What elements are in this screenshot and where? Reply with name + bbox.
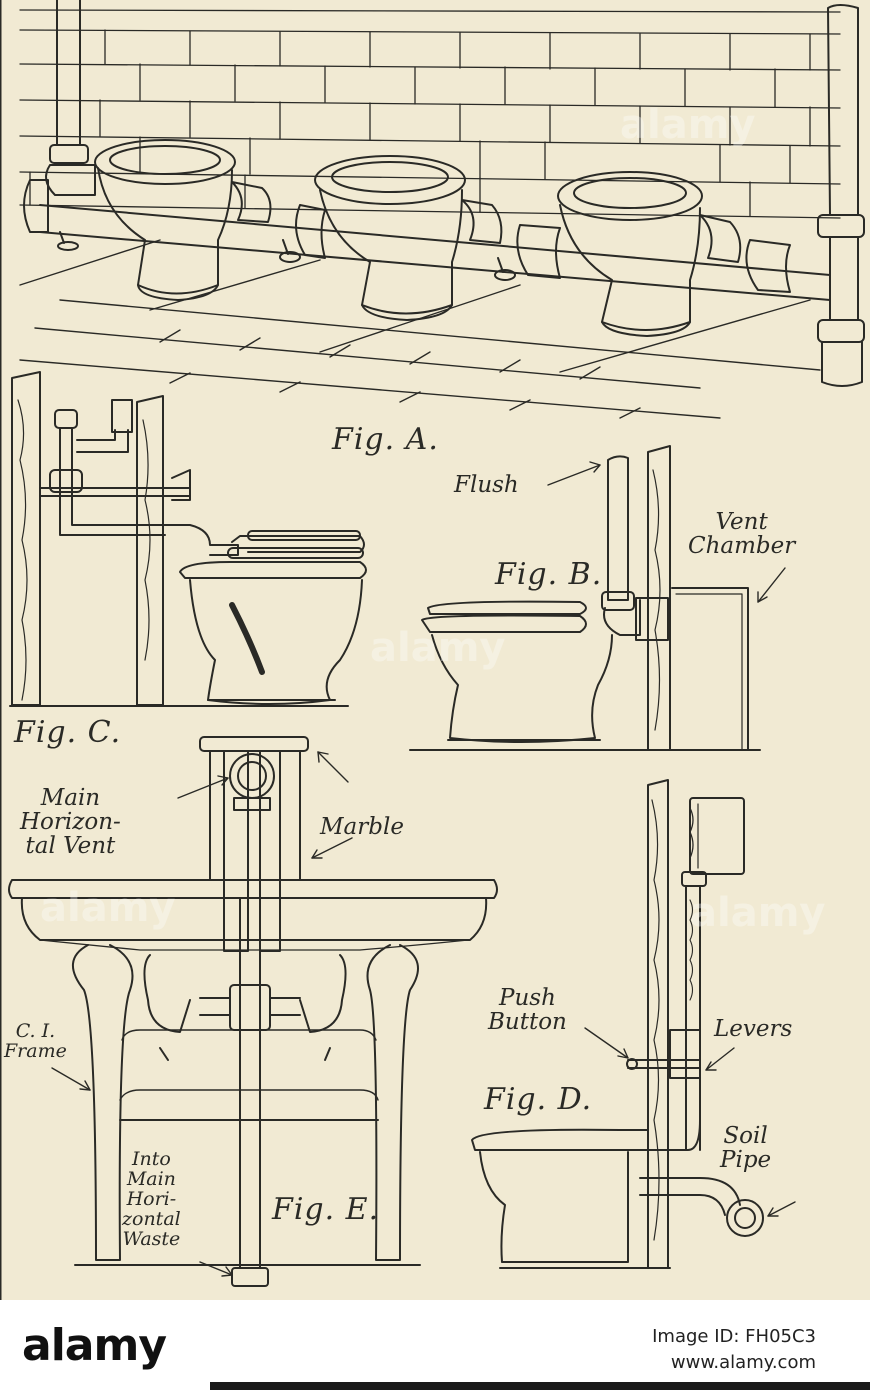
marble-label: Marble: [320, 814, 404, 840]
watermark-middle: alamy: [370, 625, 506, 671]
fig-b-label: Fig. B.: [495, 557, 603, 592]
watermark-left: alamy: [40, 885, 176, 931]
fig-b-drawing: [409, 445, 761, 751]
brand-logo[interactable]: alamy: [22, 1320, 167, 1371]
footer-divider: [210, 1382, 870, 1390]
into-main-horizontal-waste-label: Into Main Hori- zontal Waste: [122, 1148, 181, 1250]
ci-frame-label: C. I. Frame: [4, 1020, 67, 1062]
fig-d-label: Fig. D.: [484, 1082, 593, 1117]
fig-a-drawing: [0, 0, 865, 1300]
watermark-top: alamy: [620, 102, 756, 148]
levers-label: Levers: [714, 1016, 793, 1042]
fig-e-label: Fig. E.: [272, 1192, 380, 1227]
leader-lines: [51, 461, 796, 1277]
fig-c-label: Fig. C.: [14, 715, 122, 750]
fig-c-drawing: [9, 371, 367, 707]
watermark-right: alamy: [690, 890, 826, 936]
fig-a-label: Fig. A.: [332, 422, 439, 457]
vent-chamber-label: Vent Chamber: [688, 509, 796, 560]
flush-label: Flush: [454, 472, 519, 498]
site-url-link[interactable]: www.alamy.com: [670, 1352, 816, 1373]
soil-pipe-label: Soil Pipe: [720, 1123, 772, 1174]
main-horizontal-vent-label: Main Horizon- tal Vent: [20, 785, 121, 860]
push-button-label: Push Button: [488, 985, 567, 1036]
footer-bar: alamy Image ID: FH05C3 www.alamy.com: [0, 1300, 870, 1390]
fig-d-drawing: [471, 779, 764, 1269]
engraving-plate: alamy alamy alamy alamy Fig. A. Fig. B. …: [0, 0, 870, 1300]
fig-e-drawing: [8, 736, 498, 1287]
image-id-text: Image ID: FH05C3: [652, 1326, 816, 1347]
line-drawing: [0, 0, 865, 1300]
